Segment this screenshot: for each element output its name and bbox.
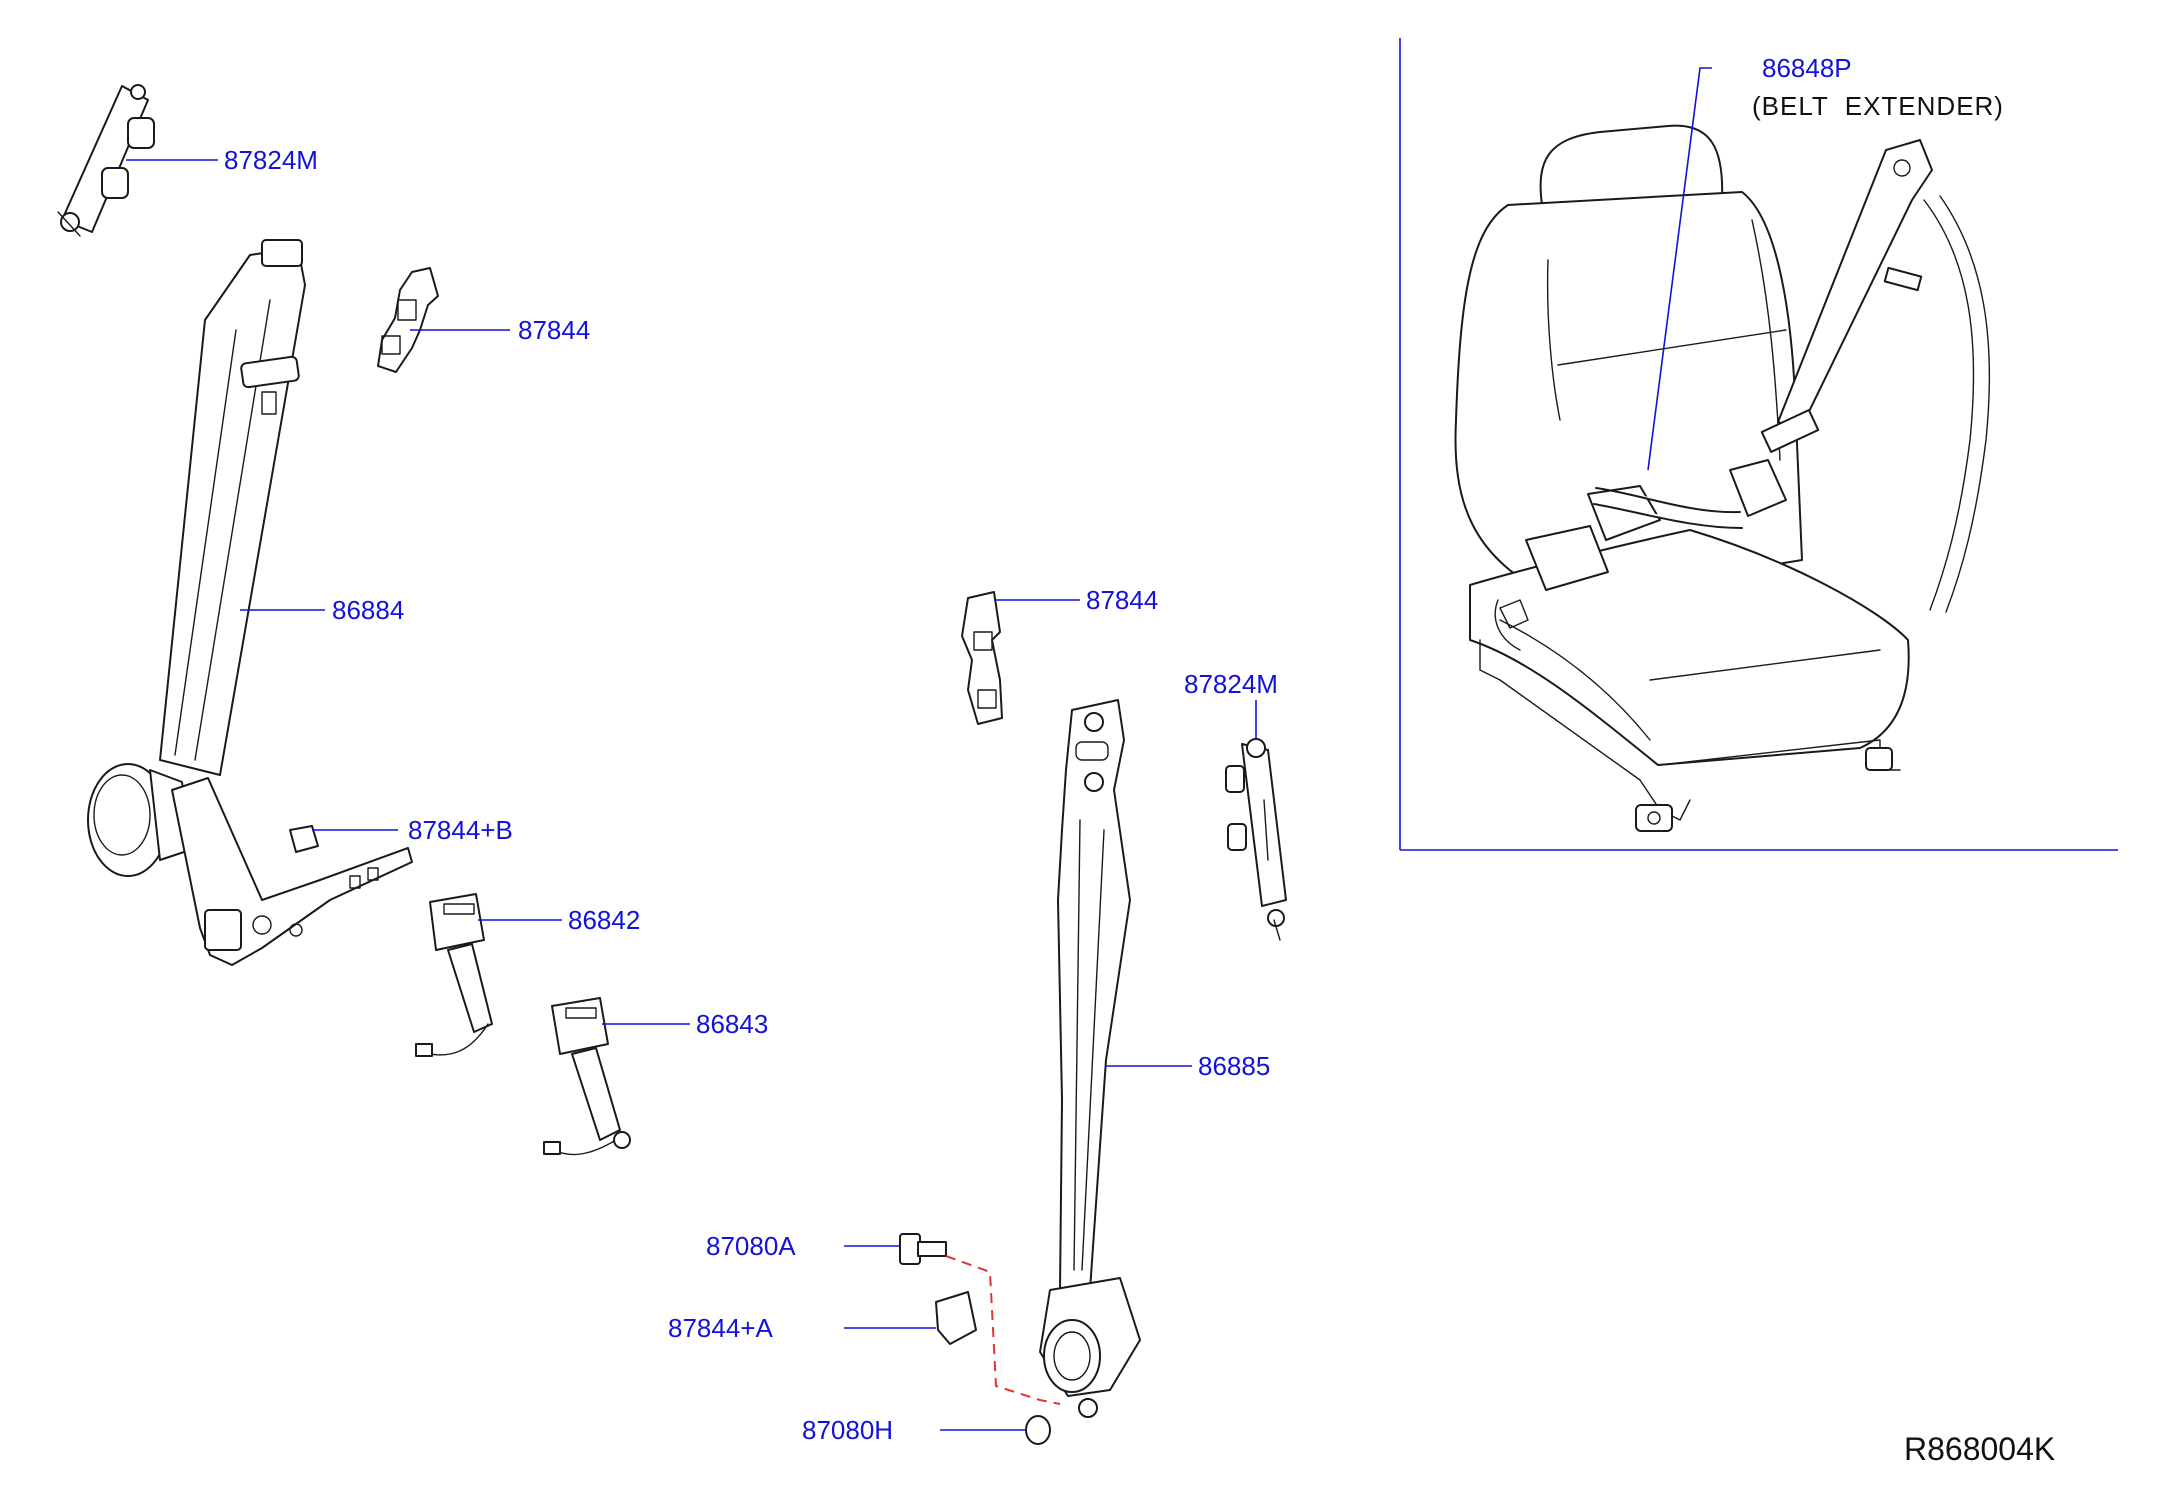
label-87844B: 87844+B	[408, 815, 513, 845]
front-seat-belt-assembly	[87, 239, 413, 966]
washer-87080H	[1025, 1415, 1051, 1445]
inset-frame	[1399, 38, 2118, 851]
label-87824M-middle: 87824M	[1184, 669, 1278, 699]
leader-lines	[126, 67, 1712, 1431]
label-87844A: 87844+A	[668, 1313, 773, 1343]
label-87824M-top: 87824M	[224, 145, 318, 175]
buckle-86842	[415, 893, 493, 1057]
rear-seat-belt-assembly	[1039, 699, 1141, 1418]
label-87080A: 87080A	[706, 1231, 796, 1261]
cover-middle	[961, 591, 1003, 725]
installation-guide-line	[945, 1255, 1061, 1405]
cover-b	[289, 825, 319, 853]
label-86848P: 86848P	[1762, 53, 1852, 83]
label-87844-top: 87844	[518, 315, 590, 345]
reference-code: R868004K	[1904, 1431, 2055, 1467]
label-86884: 86884	[332, 595, 404, 625]
label-87844-middle: 87844	[1086, 585, 1158, 615]
label-86885: 86885	[1198, 1051, 1270, 1081]
cap-87844A	[935, 1291, 977, 1345]
buckle-86843	[543, 997, 631, 1156]
label-86842: 86842	[568, 905, 640, 935]
label-86843: 86843	[696, 1009, 768, 1039]
seat-illustration	[1454, 124, 1991, 832]
cover-top	[377, 267, 439, 373]
label-belt-extender-note: (BELT EXTENDER)	[1752, 91, 2004, 121]
height-adjuster-top	[57, 84, 155, 237]
height-adjuster-middle	[1225, 738, 1287, 941]
bolt-87080A	[899, 1233, 947, 1265]
label-87080H: 87080H	[802, 1415, 893, 1445]
